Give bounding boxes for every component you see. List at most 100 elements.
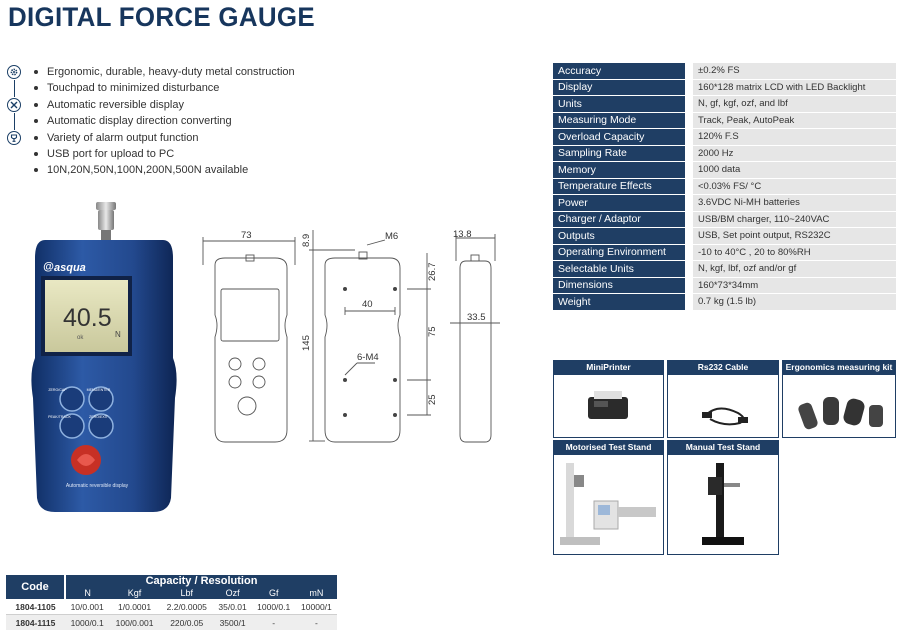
column-header: Kgf <box>109 587 160 599</box>
table-cell: 1804-1105 <box>6 599 65 615</box>
svg-text:ok: ok <box>77 335 84 341</box>
spec-key: Overload Capacity <box>553 128 689 146</box>
gear-icon <box>7 65 21 79</box>
table-cell: 2.2/0.0005 <box>159 599 214 615</box>
device-photo: @ 40.5 ok N <box>31 202 177 512</box>
device-button-label: PEAK/TRACK <box>48 415 71 419</box>
spec-key: Display <box>553 79 689 96</box>
dim-hole-top: 26.7 <box>427 263 438 282</box>
feature-item: Automatic display direction converting <box>34 113 295 129</box>
dim-hole-vertical: 75 <box>427 326 438 337</box>
dim-bottom: 25 <box>427 394 438 405</box>
spec-value: 0.7 kg (1.5 lb) <box>685 293 896 311</box>
accessories-grid: MiniPrinter Rs232 Cable Ergonomics measu… <box>553 360 896 555</box>
spec-key: Measuring Mode <box>553 112 689 129</box>
spec-value: -10 to 40°C , 20 to 80%RH <box>685 244 896 261</box>
accessory-label: Rs232 Cable <box>667 360 779 375</box>
accessory-label: Ergonomics measuring kit <box>782 360 896 375</box>
accessory-motorised-stand: Motorised Test Stand <box>553 440 664 555</box>
dimension-drawing: 73 8.9 M6 13.8 26.7 40 145 75 6-M4 25 33… <box>202 229 500 443</box>
spec-key: Sampling Rate <box>553 145 689 162</box>
spec-key: Memory <box>553 161 689 179</box>
feature-item: Automatic reversible display <box>34 97 295 113</box>
column-header: Ozf <box>213 587 252 599</box>
svg-text:40.5: 40.5 <box>63 304 112 332</box>
device-button-label: ZERO/EXIT <box>89 415 108 419</box>
table-cell: 1/0.0001 <box>109 599 160 615</box>
page-title: DIGITAL FORCE GAUGE <box>8 2 315 32</box>
column-header: Gf <box>251 587 296 599</box>
accessory-manual-stand: Manual Test Stand <box>667 440 779 555</box>
spec-row: Accuracy±0.2% FS <box>553 63 896 80</box>
trophy-icon <box>7 131 21 145</box>
spec-key: Weight <box>553 293 689 311</box>
spec-value: USB, Set point output, RS232C <box>685 227 896 245</box>
svg-text:N: N <box>115 330 121 339</box>
dim-depth-top: 13.8 <box>453 229 472 240</box>
accessory-label: MiniPrinter <box>553 360 664 375</box>
table-cell: 3500/1 <box>213 614 252 630</box>
rs232-cable-image <box>667 375 779 438</box>
spec-key: Outputs <box>553 227 689 245</box>
spec-value: USB/BM charger, 110~240VAC <box>685 211 896 228</box>
spec-key: Charger / Adaptor <box>553 211 689 228</box>
table-cell: 1000/0.1 <box>251 599 296 615</box>
spec-value: ±0.2% FS <box>685 63 896 80</box>
dim-height: 145 <box>301 335 312 351</box>
device-button-label: ZERO/CAP <box>48 388 67 392</box>
capacity-table: Code Capacity / Resolution N Kgf Lbf Ozf… <box>6 575 337 630</box>
spec-value: 160*73*34mm <box>685 277 896 294</box>
svg-text:@: @ <box>43 261 54 273</box>
code-header: Code <box>6 575 66 599</box>
spec-value: 160*128 matrix LCD with LED Backlight <box>685 79 896 96</box>
column-header: N <box>65 587 110 599</box>
divider <box>14 80 15 97</box>
spec-key: Accuracy <box>553 63 689 80</box>
table-row: 1804-1105 10/0.001 1/0.0001 2.2/0.0005 3… <box>6 599 337 615</box>
feature-item: Touchpad to minimized disturbance <box>34 80 295 96</box>
feature-item: USB port for upload to PC <box>34 146 295 162</box>
spec-key: Selectable Units <box>553 260 689 278</box>
device-button-label: MENU/ENTER <box>86 388 111 392</box>
table-cell: 35/0.01 <box>213 599 252 615</box>
brand-logo: asqua <box>54 262 86 274</box>
ergonomics-kit-image <box>782 375 896 438</box>
feature-list: Ergonomic, durable, heavy-duty metal con… <box>34 64 295 179</box>
spec-value: 2000 Hz <box>685 145 896 162</box>
spec-value: N, gf, kgf, ozf, and lbf <box>685 95 896 113</box>
accessory-miniprinter: MiniPrinter <box>553 360 664 438</box>
spec-row: Temperature Effects<0.03% FS/ °C <box>553 178 896 195</box>
spec-value: Track, Peak, AutoPeak <box>685 112 896 129</box>
accessory-rs232-cable: Rs232 Cable <box>667 360 779 438</box>
spec-key: Operating Environment <box>553 244 689 261</box>
accessory-label: Manual Test Stand <box>667 440 779 455</box>
column-header: Lbf <box>159 587 214 599</box>
spec-row: Operating Environment-10 to 40°C , 20 to… <box>553 244 896 261</box>
feature-item: 10N,20N,50N,100N,200N,500N available <box>34 162 295 178</box>
column-header: mN <box>295 587 337 599</box>
table-cell: 10/0.001 <box>65 599 110 615</box>
spec-value: 3.6VDC Ni-MH batteries <box>685 194 896 212</box>
dim-depth: 33.5 <box>467 312 486 323</box>
feature-item: Ergonomic, durable, heavy-duty metal con… <box>34 64 295 80</box>
miniprinter-image <box>553 375 664 438</box>
accessory-ergonomics-kit: Ergonomics measuring kit <box>782 360 896 438</box>
spec-key: Power <box>553 194 689 212</box>
table-cell: - <box>251 614 296 630</box>
capacity-header: Capacity / Resolution <box>65 575 337 587</box>
table-cell: - <box>295 614 337 630</box>
dim-width: 73 <box>241 230 252 241</box>
table-cell: 1804-1115 <box>6 614 65 630</box>
spec-key: Units <box>553 95 689 113</box>
accessory-label: Motorised Test Stand <box>553 440 664 455</box>
